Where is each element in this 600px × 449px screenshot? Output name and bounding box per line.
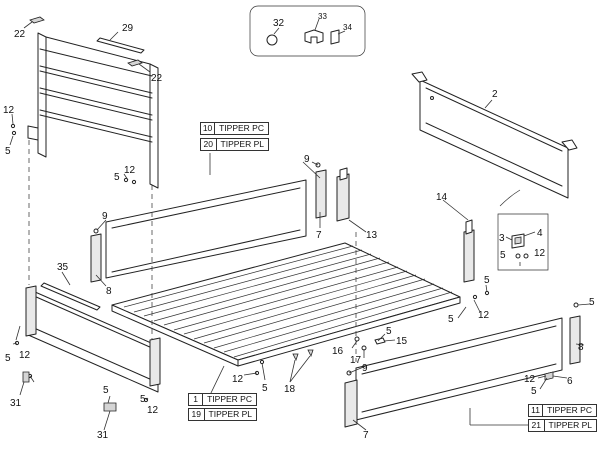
hinge-detail-inset <box>497 189 549 271</box>
callout-9: 9 <box>304 154 310 165</box>
callout-14: 14 <box>436 192 448 203</box>
callout-12: 12 <box>147 405 159 416</box>
callout-4: 4 <box>537 228 543 239</box>
callout-29: 29 <box>122 23 134 34</box>
callout-5: 5 <box>140 394 146 405</box>
label-box-10: 10 TIPPER PC <box>200 122 269 135</box>
callout-35: 35 <box>57 262 69 273</box>
clip-34 <box>330 29 340 45</box>
callout-3: 3 <box>499 233 505 244</box>
stake-14 <box>463 219 475 283</box>
callout-5: 5 <box>114 172 120 183</box>
hardware-detail-inset <box>249 5 366 57</box>
headboard-29 <box>27 16 159 189</box>
callout-numbers: 22 29 22 12 5 5 12 32 33 34 2 9 7 13 9 8… <box>3 12 595 441</box>
callout-22: 22 <box>14 29 26 40</box>
label-box-number: 19 <box>189 409 205 420</box>
callout-18: 18 <box>284 384 296 395</box>
callout-5: 5 <box>5 146 11 157</box>
callout-17: 17 <box>350 355 362 366</box>
callout-12: 12 <box>232 374 244 385</box>
callout-5: 5 <box>5 353 11 364</box>
callout-12: 12 <box>3 105 15 116</box>
callout-16: 16 <box>332 346 344 357</box>
callout-9: 9 <box>102 211 108 222</box>
callout-6: 6 <box>567 376 573 387</box>
label-box-19: 19 TIPPER PL <box>188 408 257 421</box>
label-box-text: TIPPER PL <box>548 420 592 430</box>
label-box-text: TIPPER PC <box>207 394 252 404</box>
label-box-1: 1 TIPPER PC <box>188 393 257 406</box>
callout-7: 7 <box>363 430 369 441</box>
callout-12: 12 <box>124 165 136 176</box>
callout-5: 5 <box>484 275 490 286</box>
label-box-number: 10 <box>201 123 216 134</box>
rear-gate-2 <box>411 71 578 199</box>
label-box-number: 21 <box>529 420 545 431</box>
label-box-text: TIPPER PL <box>208 409 252 419</box>
label-box-text: TIPPER PC <box>219 123 264 133</box>
callout-15: 15 <box>396 336 408 347</box>
label-box-21: 21 TIPPER PL <box>528 419 597 432</box>
callout-34: 34 <box>343 23 352 32</box>
callout-5: 5 <box>589 297 595 308</box>
callout-5: 5 <box>103 385 109 396</box>
label-box-text: TIPPER PC <box>547 405 592 415</box>
callout-5: 5 <box>448 314 454 325</box>
label-box-20: 20 TIPPER PL <box>200 138 269 151</box>
label-box-number: 11 <box>529 405 544 416</box>
callout-5: 5 <box>386 326 392 337</box>
deck-floor-1 <box>111 242 461 367</box>
callout-7: 7 <box>316 230 322 241</box>
left-side-panel-35 <box>25 282 161 393</box>
callout-31: 31 <box>10 398 22 409</box>
label-box-text: TIPPER PL <box>220 139 264 149</box>
callout-32: 32 <box>273 18 285 29</box>
callout-12: 12 <box>534 248 546 259</box>
clip-33 <box>304 29 324 44</box>
callout-8: 8 <box>578 342 584 353</box>
label-box-11: 11 TIPPER PC <box>528 404 597 417</box>
cap-32 <box>266 34 278 46</box>
callout-2: 2 <box>492 89 498 100</box>
leader-lines <box>9 113 591 431</box>
callout-5: 5 <box>531 386 537 397</box>
label-box-number: 20 <box>201 139 217 150</box>
callout-12: 12 <box>19 350 31 361</box>
callout-13: 13 <box>366 230 378 241</box>
callout-12: 12 <box>478 310 490 321</box>
side-panel-11 <box>344 315 581 428</box>
callout-31: 31 <box>97 430 109 441</box>
callout-9: 9 <box>362 363 368 374</box>
callout-5: 5 <box>500 250 506 261</box>
callout-12: 12 <box>524 374 536 385</box>
label-box-number: 1 <box>189 394 204 405</box>
callout-5: 5 <box>262 383 268 394</box>
callout-33: 33 <box>318 12 327 21</box>
callout-8: 8 <box>106 286 112 297</box>
callout-22: 22 <box>151 73 163 84</box>
